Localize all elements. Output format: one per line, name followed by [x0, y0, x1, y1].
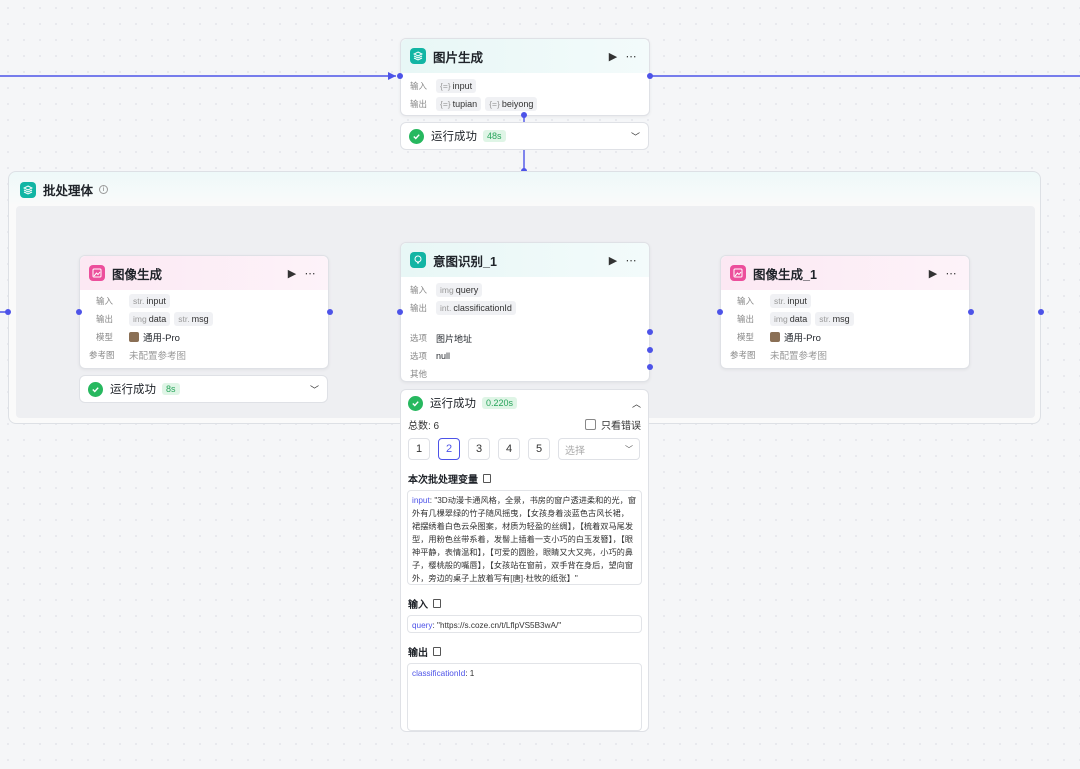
- model-value: 通用-Pro: [143, 333, 180, 344]
- model-value: 通用-Pro: [784, 333, 821, 344]
- pagination: 1 2 3 4 5 选择 ﹀: [401, 432, 648, 466]
- node-header: 图像生成_1 ▶ ⋯: [721, 256, 969, 290]
- node-title: 图像生成_1: [753, 267, 817, 282]
- output-tag: int.classificationId: [436, 301, 516, 315]
- page-button[interactable]: 4: [498, 438, 520, 460]
- status-text: 运行成功: [430, 398, 476, 410]
- output-port[interactable]: [327, 309, 333, 315]
- input-label: 输入: [410, 81, 428, 91]
- check-circle-icon: [408, 395, 423, 411]
- run-icon[interactable]: ▶: [928, 267, 938, 280]
- more-icon[interactable]: ⋯: [945, 267, 957, 280]
- run-icon[interactable]: ▶: [287, 267, 297, 280]
- output-tag: {=}tupian: [436, 97, 482, 111]
- node-header: 图像生成 ▶ ⋯: [80, 256, 328, 290]
- section-title: 输入: [401, 595, 648, 611]
- model-avatar: [129, 332, 139, 342]
- output-tag: {=}beiyong: [485, 97, 538, 111]
- layers-icon: [20, 181, 36, 198]
- node-title: 图像生成: [112, 267, 163, 282]
- chevron-down-icon[interactable]: ﹀: [630, 131, 640, 142]
- ref-value: 未配置参考图: [770, 351, 828, 362]
- option-value: 图片地址: [436, 333, 473, 344]
- image-icon: [730, 265, 746, 281]
- node-title: 意图识别_1: [433, 254, 497, 269]
- run-icon[interactable]: ▶: [608, 50, 618, 63]
- input-tag: str.input: [770, 294, 811, 308]
- status-text: 运行成功: [431, 131, 477, 143]
- batch-header: 批处理体 i: [20, 180, 109, 199]
- batch-left-port[interactable]: [5, 309, 11, 315]
- batch-detail-panel: 运行成功 0.220s ︿ 总数: 6 只看错误 1 2 3 4 5 选择 ﹀ …: [400, 389, 649, 732]
- only-errors-checkbox[interactable]: [585, 418, 596, 430]
- output-port[interactable]: [647, 73, 653, 79]
- input-port[interactable]: [397, 309, 403, 315]
- model-avatar: [770, 332, 780, 342]
- status-text: 运行成功: [110, 384, 156, 396]
- input-tag: {=}input: [436, 79, 477, 93]
- time-badge: 0.220s: [482, 397, 518, 409]
- output-box: classificationId: 1: [407, 663, 642, 731]
- output-port[interactable]: [968, 309, 974, 315]
- more-icon[interactable]: ⋯: [625, 50, 637, 63]
- input-port[interactable]: [397, 73, 403, 79]
- page-button[interactable]: 1: [408, 438, 430, 460]
- section-title: 本次批处理变量: [401, 470, 648, 486]
- time-badge: 48s: [483, 130, 506, 142]
- chevron-up-icon[interactable]: ︿: [631, 398, 641, 409]
- page-button-active[interactable]: 2: [438, 438, 460, 460]
- node-title: 图片生成: [433, 50, 484, 65]
- bottom-port[interactable]: [521, 112, 527, 118]
- total-count: 总数: 6: [408, 420, 440, 432]
- bulb-icon: [410, 252, 426, 268]
- run-status-card[interactable]: 运行成功 48s ﹀: [400, 122, 649, 150]
- option-port[interactable]: [647, 329, 653, 335]
- output-tag: str.msg: [815, 312, 854, 326]
- output-label: 输出: [410, 99, 428, 109]
- detail-header[interactable]: 运行成功 0.220s ︿: [401, 390, 648, 416]
- copy-icon[interactable]: [433, 598, 441, 608]
- option-port[interactable]: [647, 364, 653, 370]
- chevron-down-icon[interactable]: ﹀: [309, 384, 319, 395]
- input-port[interactable]: [76, 309, 82, 315]
- more-icon[interactable]: ⋯: [625, 254, 637, 267]
- batch-vars-box: input: "3D动漫卡通风格，全景，书房的窗户透进柔和的光，窗外有几棵翠绿的…: [407, 490, 642, 585]
- layers-icon: [410, 48, 426, 64]
- image-gen-node[interactable]: 图片生成 ▶ ⋯ 输入 {=}input 输出 {=}tupian {=}bei…: [400, 38, 650, 116]
- output-tag: str.msg: [174, 312, 213, 326]
- batch-right-port[interactable]: [1038, 309, 1044, 315]
- node-header: 意图识别_1 ▶ ⋯: [401, 243, 649, 277]
- run-status-card[interactable]: 运行成功 8s ﹀: [79, 375, 328, 403]
- batch-title: 批处理体: [43, 184, 94, 198]
- ref-value: 未配置参考图: [129, 351, 187, 362]
- input-tag: str.input: [129, 294, 170, 308]
- image-icon: [89, 265, 105, 281]
- option-port[interactable]: [647, 347, 653, 353]
- only-errors-toggle[interactable]: 只看错误: [585, 417, 641, 432]
- time-badge: 8s: [162, 383, 180, 395]
- copy-icon[interactable]: [433, 646, 441, 656]
- page-button[interactable]: 3: [468, 438, 490, 460]
- check-circle-icon: [88, 381, 103, 397]
- run-icon[interactable]: ▶: [608, 254, 618, 267]
- more-icon[interactable]: ⋯: [304, 267, 316, 280]
- copy-icon[interactable]: [483, 473, 491, 483]
- input-box: query: "https://s.coze.cn/t/LflpVS5B3wA/…: [407, 615, 642, 633]
- input-port[interactable]: [717, 309, 723, 315]
- page-select[interactable]: 选择 ﹀: [558, 438, 640, 460]
- info-icon[interactable]: i: [99, 185, 109, 194]
- check-circle-icon: [409, 128, 424, 144]
- node-header: 图片生成 ▶ ⋯: [401, 39, 649, 73]
- section-title: 输出: [401, 643, 648, 659]
- page-button[interactable]: 5: [528, 438, 550, 460]
- option-value: null: [436, 351, 451, 361]
- chevron-down-icon: ﹀: [625, 444, 633, 454]
